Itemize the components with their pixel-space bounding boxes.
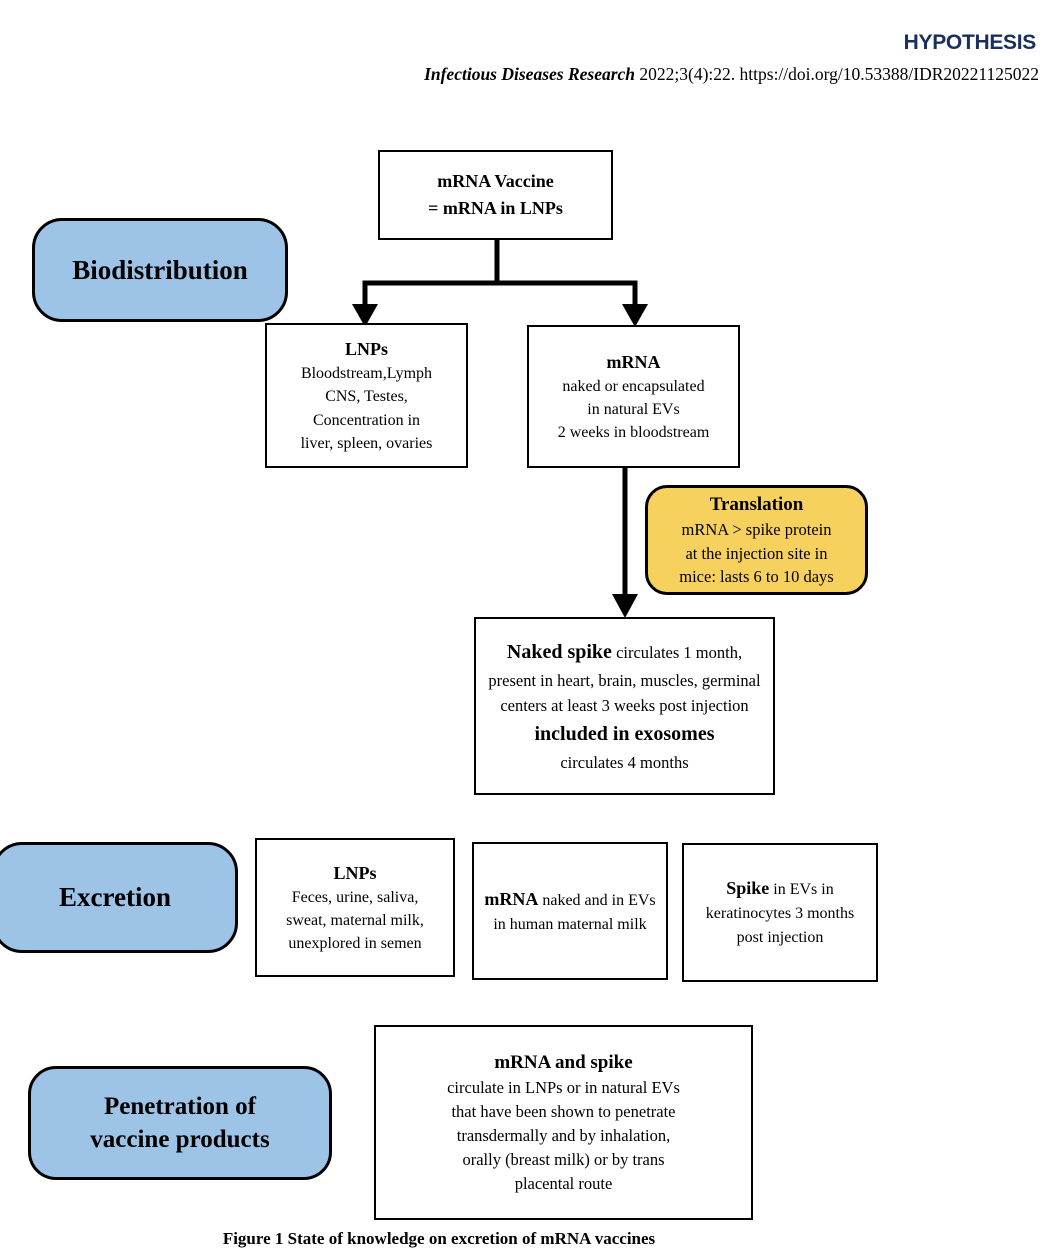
vaccine-box-line1: mRNA Vaccine <box>437 171 554 191</box>
naked-spike-last-line: circulates 4 months <box>560 752 689 772</box>
penetration-line: transdermally and by inhalation, <box>456 1126 671 1146</box>
lnps-biodistribution-line: CNS, Testes, <box>325 388 408 406</box>
spike-excretion-text: Spike in EVs in keratinocytes 3 months p… <box>692 875 868 950</box>
naked-spike-body: circulates 1 month, present in heart, br… <box>488 642 761 716</box>
translation-line: mRNA > spike protein <box>681 520 832 540</box>
translation-line: at the injection site in <box>685 543 828 563</box>
lnps-biodistribution-title: LNPs <box>344 339 388 360</box>
mrna-excretion-body: naked and in EVs in human maternal milk <box>493 891 656 933</box>
lnps-excretion-line: unexplored in semen <box>288 935 422 953</box>
lnps-biodistribution-box: LNPs Bloodstream,Lymph CNS, Testes, Conc… <box>265 323 468 468</box>
translation-title: Translation <box>709 493 804 515</box>
penetration-title: mRNA and spike <box>494 1051 633 1073</box>
mrna-biodistribution-line: 2 weeks in bloodstream <box>557 424 710 442</box>
lnps-biodistribution-line: Bloodstream,Lymph <box>300 365 433 383</box>
penetration-label-line1: Penetration of <box>103 1093 257 1120</box>
penetration-line: that have been shown to penetrate <box>451 1102 676 1122</box>
lnps-excretion-line: Feces, urine, saliva, <box>291 888 419 906</box>
lnps-excretion-title: LNPs <box>333 862 377 883</box>
naked-spike-box: Naked spike circulates 1 month, present … <box>474 617 775 795</box>
vaccine-box-line2: = mRNA in LNPs <box>428 198 563 218</box>
stage-label-biodistribution: Biodistribution <box>32 218 288 322</box>
journal-citation: Infectious Diseases Research 2022;3(4):2… <box>424 64 1039 85</box>
naked-spike-text: Naked spike circulates 1 month, present … <box>486 637 763 719</box>
mrna-excretion-text: mRNA naked and in EVs in human maternal … <box>482 886 658 937</box>
stage-label-penetration: Penetration of vaccine products <box>28 1066 332 1180</box>
mrna-biodistribution-line: naked or encapsulated <box>562 377 705 395</box>
mrna-excretion-box: mRNA naked and in EVs in human maternal … <box>472 842 668 980</box>
arrowhead-to-mrna <box>622 304 648 327</box>
spike-excretion-bold-intro: Spike <box>726 878 770 898</box>
penetration-label-line2: vaccine products <box>90 1126 270 1153</box>
spike-excretion-body: in EVs in keratinocytes 3 months post in… <box>705 881 855 946</box>
penetration-line: orally (breast milk) or by trans <box>462 1150 665 1170</box>
naked-spike-bold-line: included in exosomes <box>534 722 715 745</box>
translation-line: mice: lasts 6 to 10 days <box>679 567 834 586</box>
translation-callout: Translation mRNA > spike protein at the … <box>645 485 868 595</box>
mrna-excretion-bold-intro: mRNA <box>484 888 539 909</box>
penetration-box: mRNA and spike circulate in LNPs or in n… <box>374 1025 753 1220</box>
article-type-label: HYPOTHESIS <box>903 31 1037 54</box>
stage-label-excretion: Excretion <box>0 842 238 953</box>
naked-spike-bold-intro: Naked spike <box>506 640 612 663</box>
penetration-line: circulate in LNPs or in natural EVs <box>447 1078 680 1098</box>
journal-name: Infectious Diseases Research <box>424 64 636 84</box>
mrna-biodistribution-title: mRNA <box>606 351 661 372</box>
arrowhead-to-naked-spike <box>612 594 638 618</box>
lnps-excretion-box: LNPs Feces, urine, saliva, sweat, matern… <box>255 838 455 977</box>
citation-text: 2022;3(4):22. https://doi.org/10.53388/I… <box>635 64 1039 84</box>
spike-excretion-box: Spike in EVs in keratinocytes 3 months p… <box>682 843 878 982</box>
lnps-biodistribution-line: Concentration in <box>312 411 421 429</box>
mrna-biodistribution-line: in natural EVs <box>587 400 680 418</box>
vaccine-box: mRNA Vaccine = mRNA in LNPs <box>378 150 613 240</box>
mrna-biodistribution-box: mRNA naked or encapsulated in natural EV… <box>527 325 740 468</box>
penetration-line: placental route <box>514 1174 613 1194</box>
lnps-excretion-line: sweat, maternal milk, <box>286 911 424 929</box>
lnps-biodistribution-line: liver, spleen, ovaries <box>300 434 433 452</box>
figure-caption: Figure 1 State of knowledge on excretion… <box>222 1229 656 1248</box>
